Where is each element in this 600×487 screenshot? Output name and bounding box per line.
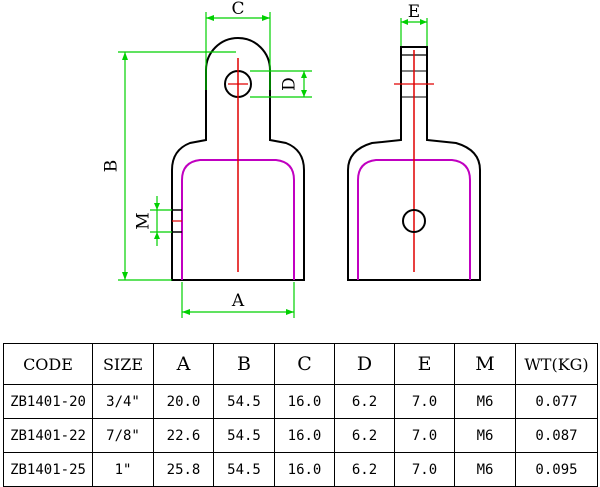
cell-e: 7.0 xyxy=(394,452,455,487)
header-wt: WT(KG) xyxy=(515,343,598,385)
cell-wt: 0.087 xyxy=(515,418,598,453)
cell-code: ZB1401-25 xyxy=(3,452,93,487)
cell-c: 16.0 xyxy=(274,452,335,487)
cell-a: 22.6 xyxy=(153,418,214,453)
front-view-outline xyxy=(171,37,305,281)
technical-drawing: C D B M xyxy=(102,0,481,318)
dimension-d-label: D xyxy=(280,77,300,91)
cell-m: M6 xyxy=(454,384,516,419)
dimension-d xyxy=(250,70,312,98)
dimension-b xyxy=(118,51,236,281)
cell-d: 6.2 xyxy=(334,452,395,487)
cell-code: ZB1401-22 xyxy=(3,418,93,453)
cell-m: M6 xyxy=(454,452,516,487)
cell-code: ZB1401-20 xyxy=(3,384,93,419)
table-row: ZB1401-22 7/8" 22.6 54.5 16.0 6.2 7.0 M6… xyxy=(3,418,598,453)
cell-c: 16.0 xyxy=(274,384,335,419)
header-e: E xyxy=(394,343,455,385)
dimension-a xyxy=(181,282,295,318)
header-code: CODE xyxy=(3,343,93,385)
dimension-c-label: C xyxy=(231,0,244,19)
dimension-b-label: B xyxy=(102,160,122,173)
cell-size: 1" xyxy=(92,452,154,487)
cell-wt: 0.095 xyxy=(515,452,598,487)
cell-d: 6.2 xyxy=(334,384,395,419)
header-m: M xyxy=(454,343,516,385)
side-view-screw-hole xyxy=(402,209,426,233)
side-view: E xyxy=(347,2,481,281)
dimension-m-label: M xyxy=(134,212,154,229)
cell-size: 7/8" xyxy=(92,418,154,453)
cell-e: 7.0 xyxy=(394,384,455,419)
table-row: ZB1401-20 3/4" 20.0 54.5 16.0 6.2 7.0 M6… xyxy=(3,384,598,419)
cell-b: 54.5 xyxy=(213,418,275,453)
cell-m: M6 xyxy=(454,418,516,453)
dimension-c xyxy=(205,12,271,90)
front-view: C D B M xyxy=(102,0,312,318)
header-d: D xyxy=(334,343,395,385)
header-size: SIZE xyxy=(92,343,154,385)
set-screw xyxy=(172,209,182,233)
dimension-a-label: A xyxy=(231,291,245,311)
cell-size: 3/4" xyxy=(92,384,154,419)
table-header-row: CODE SIZE A B C D E M WT(KG) xyxy=(3,343,598,385)
dimension-e-label: E xyxy=(408,2,420,22)
cell-e: 7.0 xyxy=(394,418,455,453)
spec-table: CODE SIZE A B C D E M WT(KG) ZB1401-20 3… xyxy=(3,343,598,487)
header-a: A xyxy=(153,343,214,385)
table-row: ZB1401-25 1" 25.8 54.5 16.0 6.2 7.0 M6 0… xyxy=(3,452,598,487)
cell-b: 54.5 xyxy=(213,384,275,419)
cell-d: 6.2 xyxy=(334,418,395,453)
cell-b: 54.5 xyxy=(213,452,275,487)
header-b: B xyxy=(213,343,275,385)
header-c: C xyxy=(274,343,335,385)
dimension-e xyxy=(400,18,428,46)
cell-wt: 0.077 xyxy=(515,384,598,419)
cell-a: 25.8 xyxy=(153,452,214,487)
cell-a: 20.0 xyxy=(153,384,214,419)
side-view-outline xyxy=(347,46,481,281)
dimension-m xyxy=(150,196,172,246)
cell-c: 16.0 xyxy=(274,418,335,453)
